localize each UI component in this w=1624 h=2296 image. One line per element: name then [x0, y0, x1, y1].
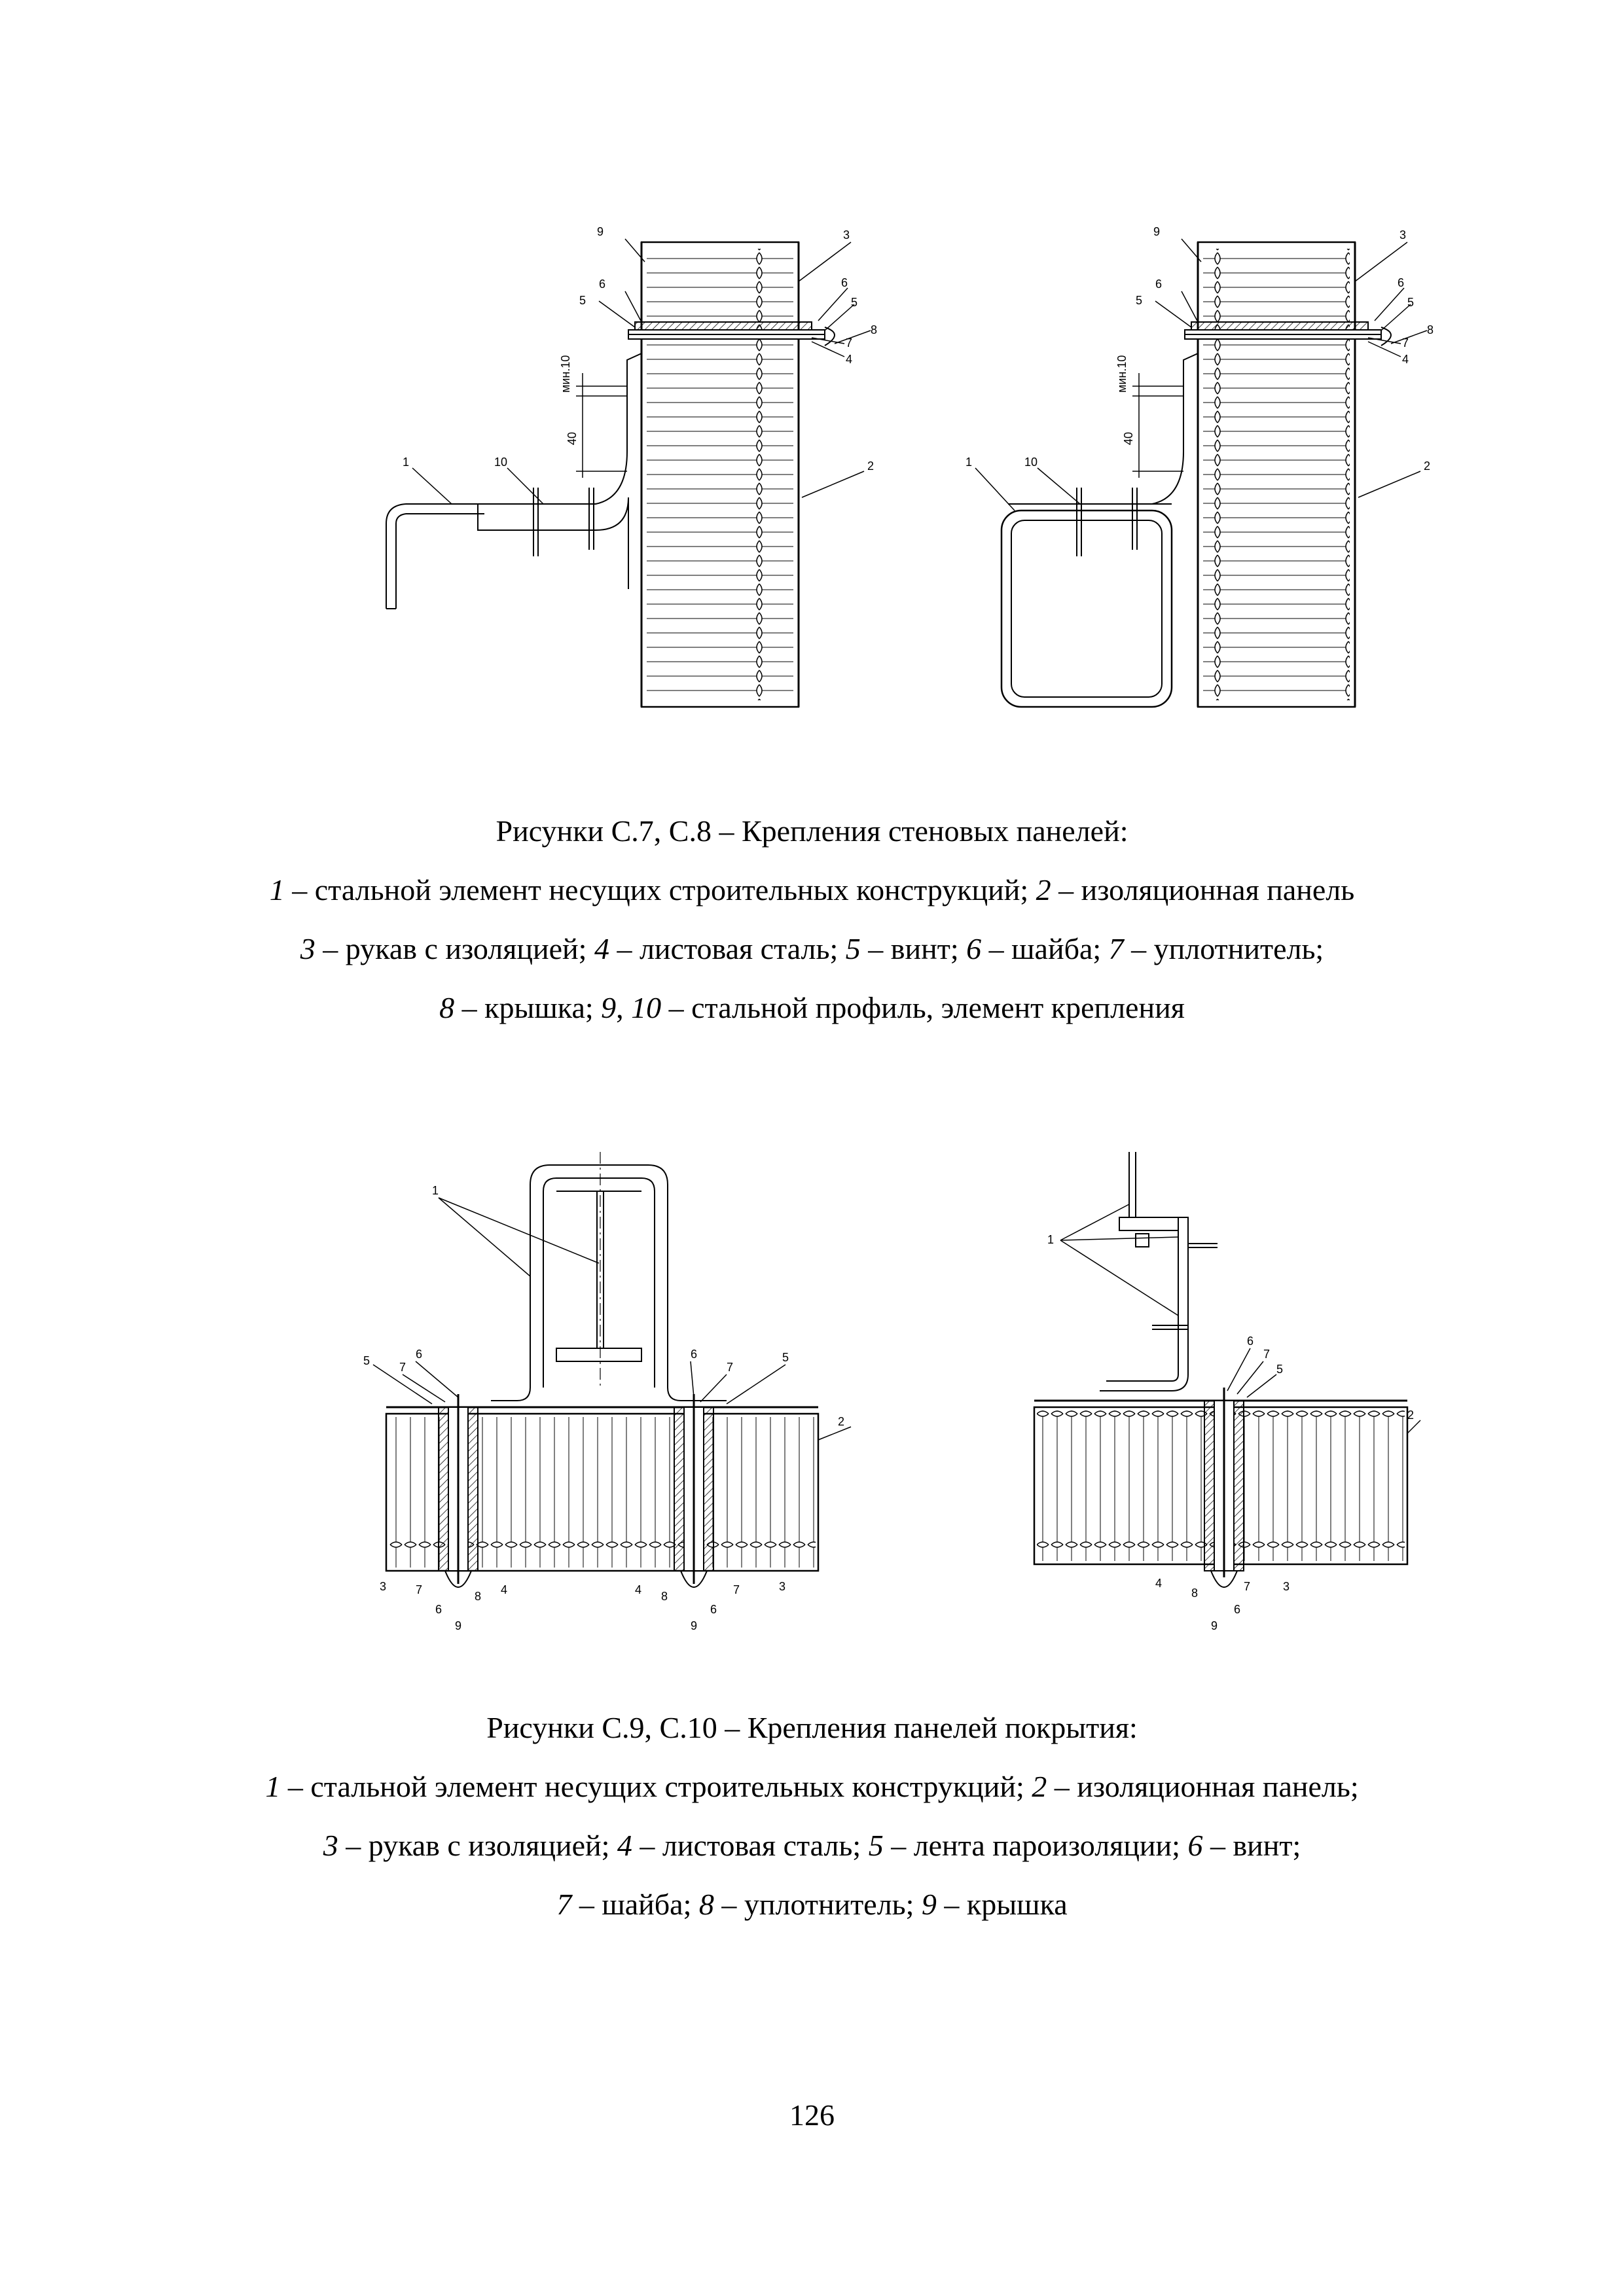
callout-7-bottom-right: 7 — [733, 1583, 740, 1596]
callout-6b: 6 — [1234, 1603, 1240, 1616]
caption-legend-line: 8 – крышка; 9, 10 – стальной профиль, эл… — [439, 991, 1185, 1024]
callout-4: 4 — [846, 353, 852, 366]
page-number: 126 — [789, 2098, 835, 2132]
dimension-min10: мин.10 — [559, 355, 572, 393]
callout-7: 7 — [1263, 1348, 1270, 1361]
callout-8-right: 8 — [661, 1590, 668, 1603]
callout-6b: 6 — [841, 276, 848, 289]
callout-9: 9 — [597, 225, 604, 238]
callout-3-left: 3 — [380, 1580, 386, 1593]
caption-legend-line: 7 – шайба; 8 – уплотнитель; 9 – крышка — [556, 1888, 1068, 1921]
caption-legend-line: 3 – рукав с изоляцией; 4 – листовая стал… — [300, 932, 1324, 965]
caption-title: Рисунки С.9, С.10 – Крепления панелей по… — [486, 1711, 1138, 1744]
callout-6b: 6 — [1398, 276, 1404, 289]
caption-legend-line: 1 – стальной элемент несущих строительны… — [265, 1770, 1359, 1803]
callout-5b: 5 — [1407, 296, 1414, 309]
callout-2: 2 — [867, 459, 874, 473]
callout-4: 4 — [1155, 1577, 1162, 1590]
callout-5b: 5 — [851, 296, 857, 309]
caption-legend-line: 3 – рукав с изоляцией; 4 – листовая стал… — [323, 1829, 1301, 1862]
callout-4-right: 4 — [635, 1583, 641, 1596]
callout-6: 6 — [1155, 278, 1162, 291]
callout-9: 9 — [1153, 225, 1160, 238]
callout-5: 5 — [1276, 1363, 1283, 1376]
dimension-40: 40 — [566, 432, 579, 445]
callout-8-left: 8 — [475, 1590, 481, 1603]
callout-9: 9 — [1211, 1619, 1218, 1632]
callout-4-left: 4 — [501, 1583, 507, 1596]
callout-9-right: 9 — [691, 1619, 697, 1632]
callout-7b: 7 — [1244, 1580, 1250, 1593]
callout-4: 4 — [1402, 353, 1409, 366]
figure-c8-drawing: 9 6 5 3 6 5 8 7 4 2 1 10 мин.10 40 — [956, 223, 1492, 733]
figure-c10-drawing: 1 6 7 5 2 4 8 7 3 9 6 — [1021, 1152, 1427, 1636]
callout-5: 5 — [1136, 294, 1142, 307]
callout-5-left: 5 — [363, 1354, 370, 1367]
callout-7-bottom-left: 7 — [416, 1583, 422, 1596]
callout-6-bottom-left: 6 — [435, 1603, 442, 1616]
callout-2: 2 — [1424, 459, 1430, 473]
figure-c7-drawing: 9 6 5 3 6 5 8 7 4 2 1 10 мин.10 40 — [367, 223, 903, 733]
callout-10: 10 — [1024, 456, 1038, 469]
callout-1: 1 — [432, 1184, 439, 1197]
callout-7: 7 — [1402, 336, 1409, 350]
callout-8: 8 — [1191, 1587, 1198, 1600]
figure-c9-drawing: 1 5 7 6 6 7 5 2 3 7 6 9 8 4 4 8 9 6 7 3 — [360, 1152, 857, 1636]
callout-3: 3 — [1283, 1580, 1290, 1593]
callout-7-left: 7 — [399, 1361, 406, 1374]
callout-3: 3 — [843, 228, 850, 242]
callout-10: 10 — [494, 456, 507, 469]
callout-8: 8 — [1427, 323, 1434, 336]
caption-c9-c10: Рисунки С.9, С.10 – Крепления панелей по… — [131, 1698, 1493, 1934]
callout-5-right: 5 — [782, 1351, 789, 1364]
callout-7-right: 7 — [727, 1361, 733, 1374]
callout-1: 1 — [403, 456, 409, 469]
callout-6-bottom-right: 6 — [710, 1603, 717, 1616]
callout-6: 6 — [1247, 1335, 1254, 1348]
dimension-min10: мин.10 — [1115, 355, 1128, 393]
callout-2: 2 — [1407, 1408, 1414, 1422]
callout-2: 2 — [838, 1415, 844, 1428]
caption-legend-line: 1 – стальной элемент несущих строительны… — [269, 873, 1355, 906]
callout-1: 1 — [965, 456, 972, 469]
callout-3: 3 — [1399, 228, 1406, 242]
caption-c7-c8: Рисунки С.7, С.8 – Крепления стеновых па… — [131, 802, 1493, 1037]
caption-title: Рисунки С.7, С.8 – Крепления стеновых па… — [496, 814, 1128, 848]
callout-5: 5 — [579, 294, 586, 307]
callout-6-right: 6 — [691, 1348, 697, 1361]
dimension-40: 40 — [1122, 432, 1135, 445]
callout-9-left: 9 — [455, 1619, 461, 1632]
callout-8: 8 — [871, 323, 877, 336]
callout-3-right: 3 — [779, 1580, 785, 1593]
callout-1: 1 — [1047, 1233, 1054, 1246]
callout-6-left: 6 — [416, 1348, 422, 1361]
callout-7: 7 — [846, 336, 852, 350]
callout-6: 6 — [599, 278, 605, 291]
